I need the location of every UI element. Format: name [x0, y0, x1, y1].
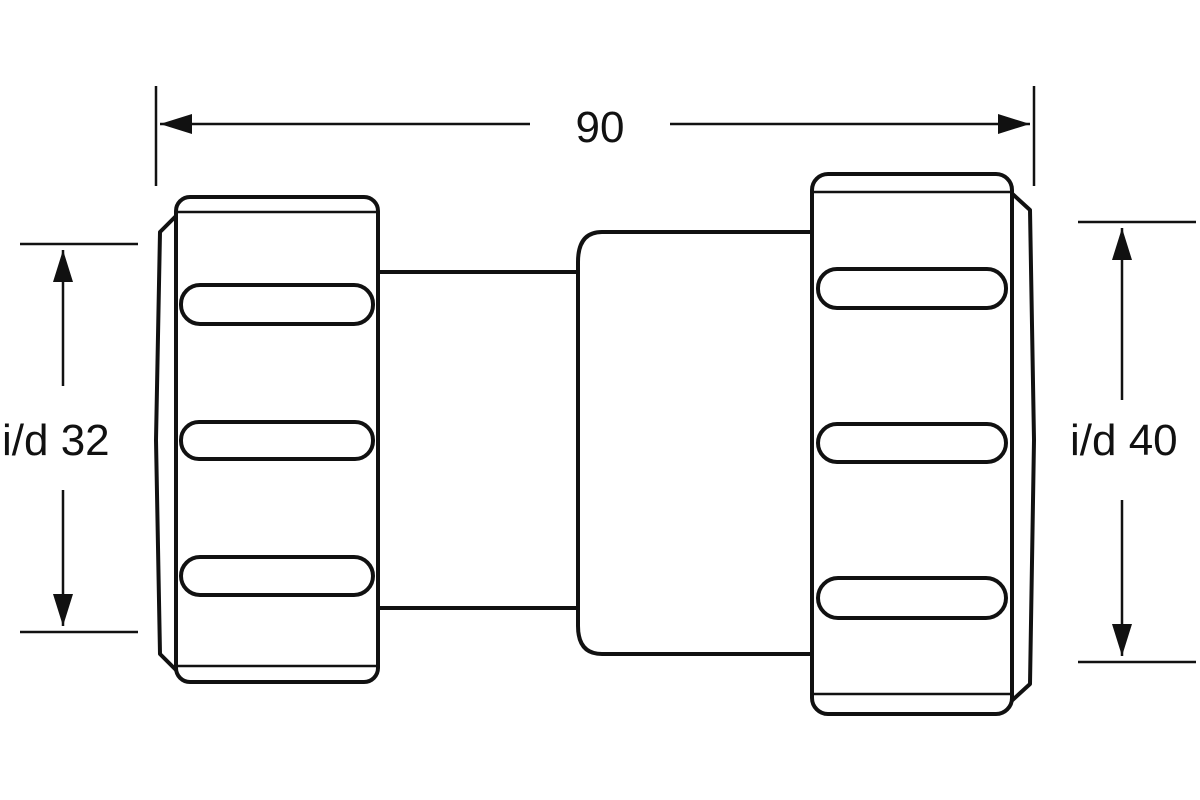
right-diameter-label: i/d 40	[1070, 416, 1178, 465]
overall-length-label: 90	[576, 103, 625, 152]
left-nut-grip-slot-bottom	[179, 555, 375, 597]
left-compression-nut	[154, 195, 380, 684]
right-nut-grip-slot-bottom	[816, 576, 1008, 620]
center-pipe	[376, 270, 582, 610]
arrowhead-right	[998, 114, 1030, 134]
reducer-body	[576, 230, 814, 656]
arrowhead-left	[160, 114, 192, 134]
right-diameter-dimension: i/d 40	[1070, 220, 1196, 664]
overall-length-dimension: 90	[154, 86, 1036, 186]
left-nut-bevel	[154, 212, 180, 674]
left-diameter-dimension: i/d 32	[2, 242, 138, 634]
left-dim-arrow-up	[53, 250, 73, 282]
right-nut-grip-slot-top	[816, 267, 1008, 310]
left-dim-arrow-down	[53, 594, 73, 626]
left-diameter-label: i/d 32	[2, 416, 110, 465]
left-nut-grip-slot-top	[179, 283, 375, 326]
right-compression-nut	[810, 172, 1036, 716]
right-nut-grip-slot-middle	[816, 422, 1008, 464]
right-dim-arrow-up	[1112, 228, 1132, 260]
right-dim-arrow-down	[1112, 624, 1132, 656]
left-nut-grip-slot-middle	[179, 420, 375, 461]
